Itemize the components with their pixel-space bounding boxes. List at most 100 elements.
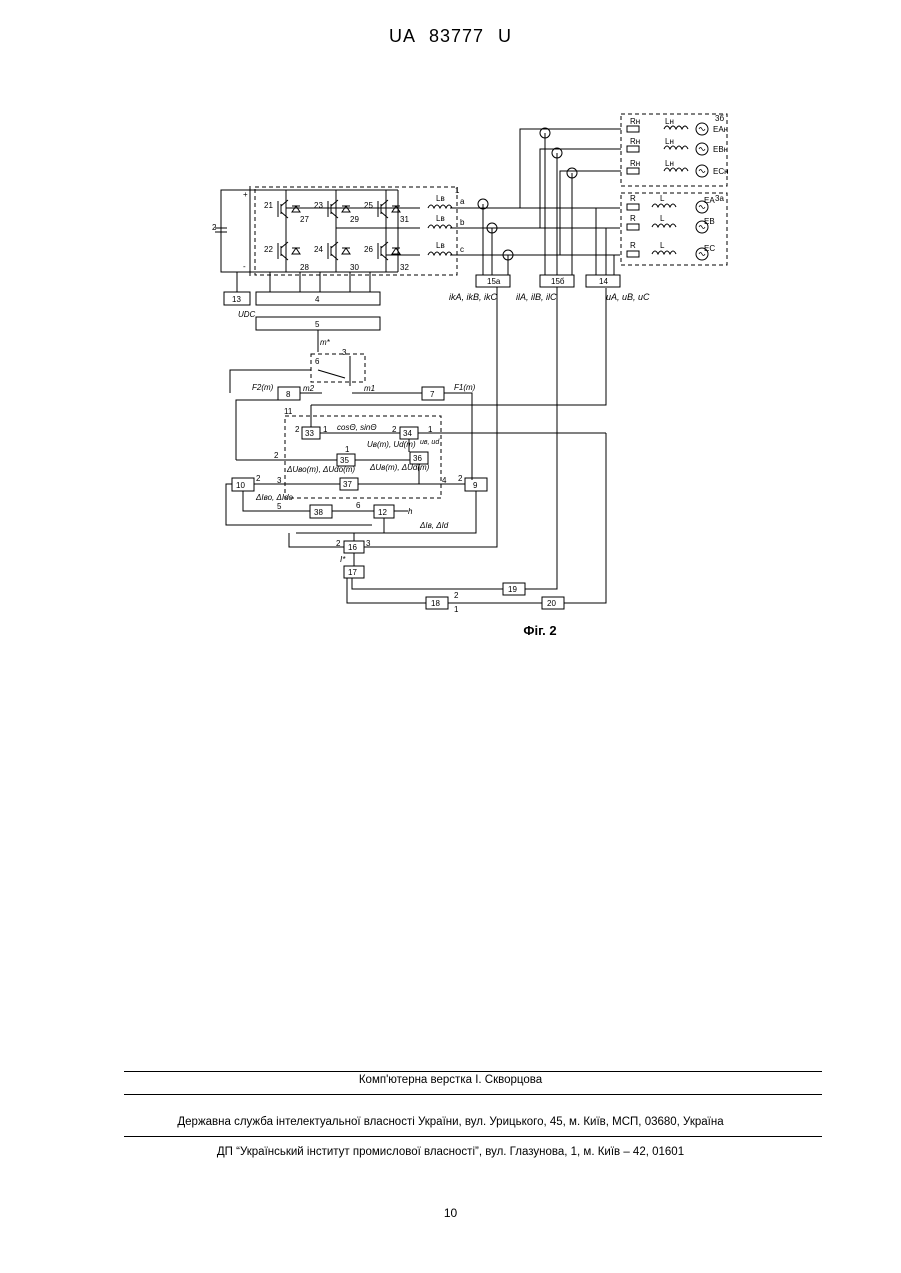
label-port-2a: 2 <box>295 425 300 434</box>
label-port-2b: 2 <box>392 425 397 434</box>
label-block-33: 33 <box>305 429 314 438</box>
label-signal-di: ΔIв, ΔId <box>419 521 449 530</box>
label-port-1b: 1 <box>428 425 433 434</box>
label-switch-21: 21 <box>264 201 273 210</box>
label-phase-b: b <box>460 218 465 227</box>
label-block-18: 18 <box>431 599 440 608</box>
label-block-3a: 3а <box>715 194 724 203</box>
label-port-6a: 6 <box>356 501 361 510</box>
label-diode-29: 29 <box>350 215 359 224</box>
label-block-3b: 3б <box>715 114 724 123</box>
label-block-15b: 15б <box>551 277 565 286</box>
label-port-3b: 3 <box>366 539 371 548</box>
label-nl-r-b: Rн <box>630 137 640 146</box>
label-grid-l-b: L <box>660 214 665 223</box>
label-signal-duo: ΔUво(m), ΔUdо(m) <box>286 465 355 474</box>
label-diode-31: 31 <box>400 215 409 224</box>
label-signal-dio: ΔIво, ΔIdо <box>255 493 294 502</box>
label-nl-l-a: Lн <box>665 117 674 126</box>
label-switch-25: 25 <box>364 201 373 210</box>
label-signal-uv-ud: Uв(m), Ud(m) <box>367 440 416 449</box>
label-block-9: 9 <box>473 481 478 490</box>
label-minus: - <box>243 262 246 271</box>
circuit-diagram: 1 2 + - 3а 3б 21 22 23 24 25 26 27 28 29… <box>0 0 901 660</box>
label-port-2f: 2 <box>336 539 341 548</box>
label-phase-c: c <box>460 245 464 254</box>
label-signal-udc: UDC <box>238 310 256 319</box>
label-grid-r-a: R <box>630 194 636 203</box>
label-block-36: 36 <box>413 454 422 463</box>
label-signal-cos-sin: cosΘ, sinΘ <box>337 423 377 432</box>
label-signal-h: h <box>408 507 413 516</box>
label-block-20: 20 <box>547 599 556 608</box>
figure-caption: Фіг. 2 <box>0 623 901 638</box>
label-block-38: 38 <box>314 508 323 517</box>
footer-rule-top <box>124 1071 822 1072</box>
label-block-14: 14 <box>599 277 608 286</box>
label-block-1: 1 <box>455 186 460 195</box>
label-block-16: 16 <box>348 543 357 552</box>
label-diode-32: 32 <box>400 263 409 272</box>
label-grid-l-c: L <box>660 241 665 250</box>
label-plus: + <box>243 190 248 199</box>
label-signal-m2: m2 <box>303 384 315 393</box>
label-block-8: 8 <box>286 390 291 399</box>
footer-rule-middle <box>124 1094 822 1095</box>
label-port-4a: 4 <box>442 476 447 485</box>
footer-institute: ДП “Український інститут промислової вла… <box>0 1146 901 1158</box>
label-signal-f2: F2(m) <box>252 383 274 392</box>
label-block-11: 11 <box>284 407 293 416</box>
label-block-7: 7 <box>430 390 435 399</box>
label-block-15a: 15а <box>487 277 501 286</box>
label-grid-e-c: EC <box>704 244 715 253</box>
label-signal-m1: m1 <box>364 384 375 393</box>
label-grid-l-a: L <box>660 194 665 203</box>
label-block-3: 3 <box>342 348 347 357</box>
label-signal-f1: F1(m) <box>454 383 476 392</box>
label-nl-e-c: ECн <box>713 167 729 176</box>
label-block-5: 5 <box>315 320 320 329</box>
label-switch-23: 23 <box>314 201 323 210</box>
label-phase-a: a <box>460 197 465 206</box>
label-port-1d: 1 <box>454 605 459 614</box>
label-block-34: 34 <box>403 429 412 438</box>
label-inductor-a: Lв <box>436 194 445 203</box>
label-nl-l-c: Lн <box>665 159 674 168</box>
label-nl-e-a: EAн <box>713 125 728 134</box>
label-nl-e-b: EBн <box>713 145 728 154</box>
label-block-4: 4 <box>315 295 320 304</box>
page-number: 10 <box>0 1206 901 1220</box>
footer-rule-bottom <box>124 1136 822 1137</box>
label-block-35: 35 <box>340 456 349 465</box>
label-diode-27: 27 <box>300 215 309 224</box>
label-port-2c: 2 <box>274 451 279 460</box>
label-nl-r-c: Rн <box>630 159 640 168</box>
label-nl-r-a: Rн <box>630 117 640 126</box>
label-block-13: 13 <box>232 295 241 304</box>
label-grid-e-a: EA <box>704 196 715 205</box>
label-port-1c: 1 <box>345 445 350 454</box>
label-block-6: 6 <box>315 357 320 366</box>
label-grid-r-b: R <box>630 214 636 223</box>
label-block-10: 10 <box>236 481 245 490</box>
label-switch-22: 22 <box>264 245 273 254</box>
label-signal-i-star: I* <box>340 555 346 564</box>
label-switch-26: 26 <box>364 245 373 254</box>
label-signal-il: ilA, ilB, ilC <box>516 292 557 302</box>
label-port-2e: 2 <box>458 474 463 483</box>
label-grid-r-c: R <box>630 241 636 250</box>
label-signal-u: uA, uB, uC <box>606 292 650 302</box>
footer-publisher: Державна служба інтелектуальної власност… <box>0 1116 901 1128</box>
label-diode-30: 30 <box>350 263 359 272</box>
label-block-37: 37 <box>343 480 352 489</box>
label-port-5a: 5 <box>277 502 282 511</box>
label-port-3a: 3 <box>277 476 282 485</box>
label-block-2: 2 <box>212 223 217 232</box>
label-port-2d: 2 <box>256 474 261 483</box>
label-diode-28: 28 <box>300 263 309 272</box>
label-inductor-c: Lв <box>436 241 445 250</box>
label-inductor-b: Lв <box>436 214 445 223</box>
label-block-12: 12 <box>378 508 387 517</box>
label-block-17: 17 <box>348 568 357 577</box>
label-port-1a: 1 <box>323 425 328 434</box>
